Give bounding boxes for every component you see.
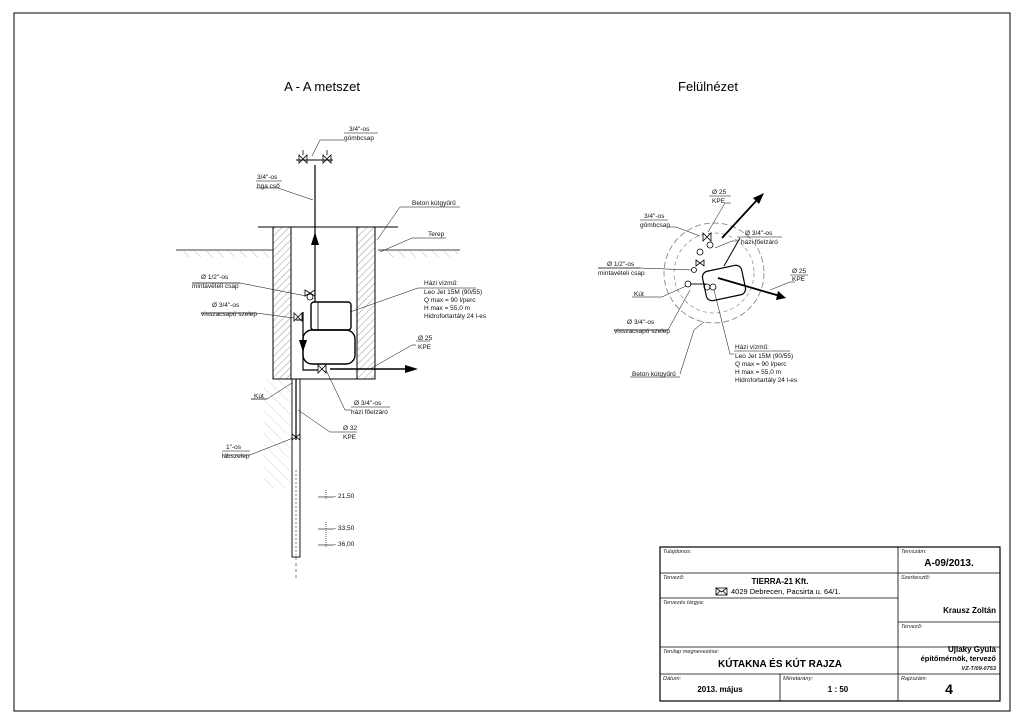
label-hazi-vizmu: Házi vízmű: xyxy=(424,280,458,287)
tb-tulajdonos-caption: Tulajdonos: xyxy=(663,549,692,555)
tb-datum-caption: Dátum: xyxy=(663,676,681,682)
label-kpe25-size: Ø 25 xyxy=(418,335,432,342)
level-label-1: - 21,50 xyxy=(334,493,355,500)
tb-designer-title: építőmérnök, tervező xyxy=(921,654,997,663)
plan-label-pump-model: Leo Jet 15M (90/55) xyxy=(735,353,793,360)
plan-label-mintaveteli: mintavételi csap xyxy=(598,270,645,277)
label-visszacsapo-size: Ø 3/4"-os xyxy=(212,302,240,309)
sheet-border xyxy=(13,12,1011,712)
pressure-tank xyxy=(302,329,356,365)
plan-label-kpe25a-size: Ø 25 xyxy=(712,189,726,196)
tb-rajzszam-caption: Rajzszám: xyxy=(901,676,928,682)
label-terep: Terep xyxy=(428,231,445,238)
label-pump-model: Leo Jet 15M (90/55) xyxy=(424,289,482,296)
title-block xyxy=(659,546,1001,702)
section-title: A - A metszet xyxy=(284,79,360,94)
tb-rajzszam: 4 xyxy=(945,681,953,697)
label-hidrofor: Hidrofortartály 24 l-es xyxy=(424,313,487,320)
plan-label-kpe25b-size: Ø 25 xyxy=(792,268,806,275)
tb-meretarany: 1 : 50 xyxy=(828,685,849,694)
plan-label-kpe25a: KPE xyxy=(712,198,726,205)
label-h-max: H max = 55,0 m xyxy=(424,305,470,312)
label-kpe25: KPE xyxy=(418,344,432,351)
level-label-2: - 33,50 xyxy=(334,525,355,532)
tb-designer-name: Ujlaky Gyula xyxy=(948,645,997,654)
tb-company: TIERRA-21 Kft. xyxy=(752,577,809,586)
tb-tervszam: A-09/2013. xyxy=(924,558,974,569)
label-q-max: Q max = 90 l/perc xyxy=(424,297,476,304)
plan-label-h-max: H max = 55,0 m xyxy=(735,369,781,376)
label-gombcsap: gömbcsap xyxy=(344,135,374,142)
tb-tervezo2-caption: Tervező: xyxy=(901,624,923,630)
label-fozaro-size: Ø 3/4"-os xyxy=(354,400,382,407)
tb-datum: 2013. május xyxy=(697,685,743,694)
plan-label-fozaro-size: Ø 3/4"-os xyxy=(745,230,773,237)
plan-label-mintaveteli-size: Ø 1/2"-os xyxy=(607,261,635,268)
plan-pump xyxy=(701,264,747,302)
label-beton: Beton kútgyűrű xyxy=(412,200,456,207)
plan-label-hazi-vizmu: Házi vízmű: xyxy=(735,344,769,351)
plan-label-gombcsap-size: 3/4"-os xyxy=(644,213,665,220)
label-kut: Kút xyxy=(254,393,264,400)
tb-tervlap-caption: Tervlap megnevezése: xyxy=(663,649,720,655)
label-labszelep-size: 1"-os xyxy=(226,444,242,451)
tb-szerkeszto: Krausz Zoltán xyxy=(943,606,996,615)
plan-label-q-max: Q max = 90 l/perc xyxy=(735,361,787,368)
envelope-icon xyxy=(715,587,728,596)
label-hga-size: 3/4"-os xyxy=(257,174,278,181)
plan-label-gombcsap: gömbcsap xyxy=(640,222,670,229)
plan-ring-inner xyxy=(673,232,755,314)
plan-kpe-pipe xyxy=(721,199,758,239)
level-label-3: - 36,00 xyxy=(334,541,355,548)
plan-label-kut: Kút xyxy=(634,291,644,298)
tb-sheet-name: KÚTAKNA ÉS KÚT RAJZA xyxy=(718,657,842,670)
label-labszelep: lábszelep xyxy=(222,453,250,460)
plan-title: Felülnézet xyxy=(678,79,738,94)
flow-arrow-up xyxy=(311,232,319,245)
label-fozaro: házi főelzáró xyxy=(351,409,388,416)
label-mintaveteli: mintavételi csap xyxy=(192,283,239,290)
pump-unit xyxy=(310,301,352,331)
foot-valve-icon xyxy=(291,433,301,441)
tb-meretarany-caption: Méretarány: xyxy=(783,676,813,682)
tb-address: 4029 Debrecen, Pacsirta u. 64/1. xyxy=(731,587,841,596)
shaft-wall-right xyxy=(356,226,376,380)
plan-label-visszacsapo: visszacsapó szelep xyxy=(614,328,670,335)
label-kpe32: KPE xyxy=(343,434,357,441)
label-mintaveteli-size: Ø 1/2"-os xyxy=(201,274,229,281)
plan-label-fozaro: házi főelzáró xyxy=(741,239,778,246)
section-view: A - A metszet - 21,50 - 33,50 - 36,00 xyxy=(176,79,487,578)
tb-designer-id: VZ-T/09-0753 xyxy=(961,666,996,672)
label-gombcsap-size: 3/4"-os xyxy=(349,126,370,133)
label-hga: hga cső xyxy=(257,183,280,190)
label-visszacsapo: visszacsapó szelep xyxy=(201,311,257,318)
plan-ring-outer xyxy=(663,222,765,324)
plan-label-beton: Beton kútgyűrű xyxy=(632,371,676,378)
tb-szerkeszto-caption: Szerkesztő: xyxy=(901,575,931,581)
tb-tervezo-caption: Tervező: xyxy=(663,575,685,581)
ball-valve-icon xyxy=(298,150,332,164)
plan-label-kpe25b: KPE xyxy=(792,276,806,283)
shaft-wall-left xyxy=(272,226,292,380)
plan-label-visszacsapo-size: Ø 3/4"-os xyxy=(627,319,655,326)
tb-tervszam-caption: Tervszám: xyxy=(901,549,927,555)
plan-label-hidrofor: Hidrofortartály 24 l-es xyxy=(735,377,798,384)
plan-view: Felülnézet xyxy=(598,79,808,384)
tb-tervezes-targya-caption: Tervezés tárgya: xyxy=(663,600,705,606)
flow-arrow-right xyxy=(405,365,418,373)
label-kpe32-size: Ø 32 xyxy=(343,425,357,432)
